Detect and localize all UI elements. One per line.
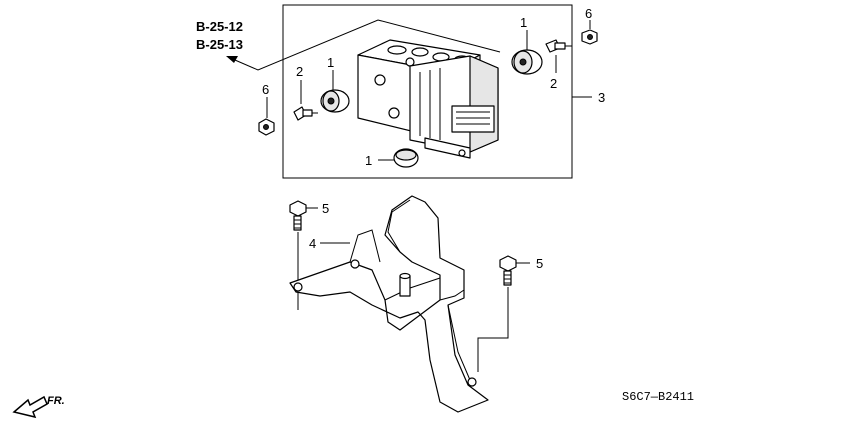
mount-rubber-bottom — [393, 148, 419, 168]
flange-bolt-right — [499, 255, 517, 286]
callout-1-top: 1 — [520, 15, 527, 30]
callout-4: 4 — [309, 236, 316, 251]
collar-bolt-right — [545, 39, 572, 53]
modulator-bracket — [289, 195, 489, 413]
diagram-code: S6C7—B2411 — [622, 390, 694, 404]
callout-6-right: 6 — [585, 6, 592, 21]
mount-rubber-left — [320, 89, 350, 113]
front-label: FR. — [47, 395, 65, 407]
callout-5-right: 5 — [536, 256, 543, 271]
assembly-frame — [282, 4, 573, 179]
front-direction-arrow-icon — [12, 395, 48, 419]
ref-arrow — [226, 19, 501, 71]
flange-nut-left — [258, 118, 275, 136]
callout-3: 3 — [598, 90, 605, 105]
mount-rubber-top — [511, 49, 543, 75]
ref-code-b-25-13: B-25-13 — [196, 37, 243, 52]
collar-bolt-left — [293, 106, 318, 121]
flange-bolt-left — [289, 200, 307, 231]
callout-2-right: 2 — [550, 76, 557, 91]
callout-5-left: 5 — [322, 201, 329, 216]
callout-6-left: 6 — [262, 82, 269, 97]
flange-nut-right — [581, 29, 598, 45]
abs-modulator-unit — [357, 39, 499, 159]
callout-2-left: 2 — [296, 64, 303, 79]
ref-code-b-25-12: B-25-12 — [196, 19, 243, 34]
callout-1-left: 1 — [327, 55, 334, 70]
callout-1-bottom: 1 — [365, 153, 372, 168]
